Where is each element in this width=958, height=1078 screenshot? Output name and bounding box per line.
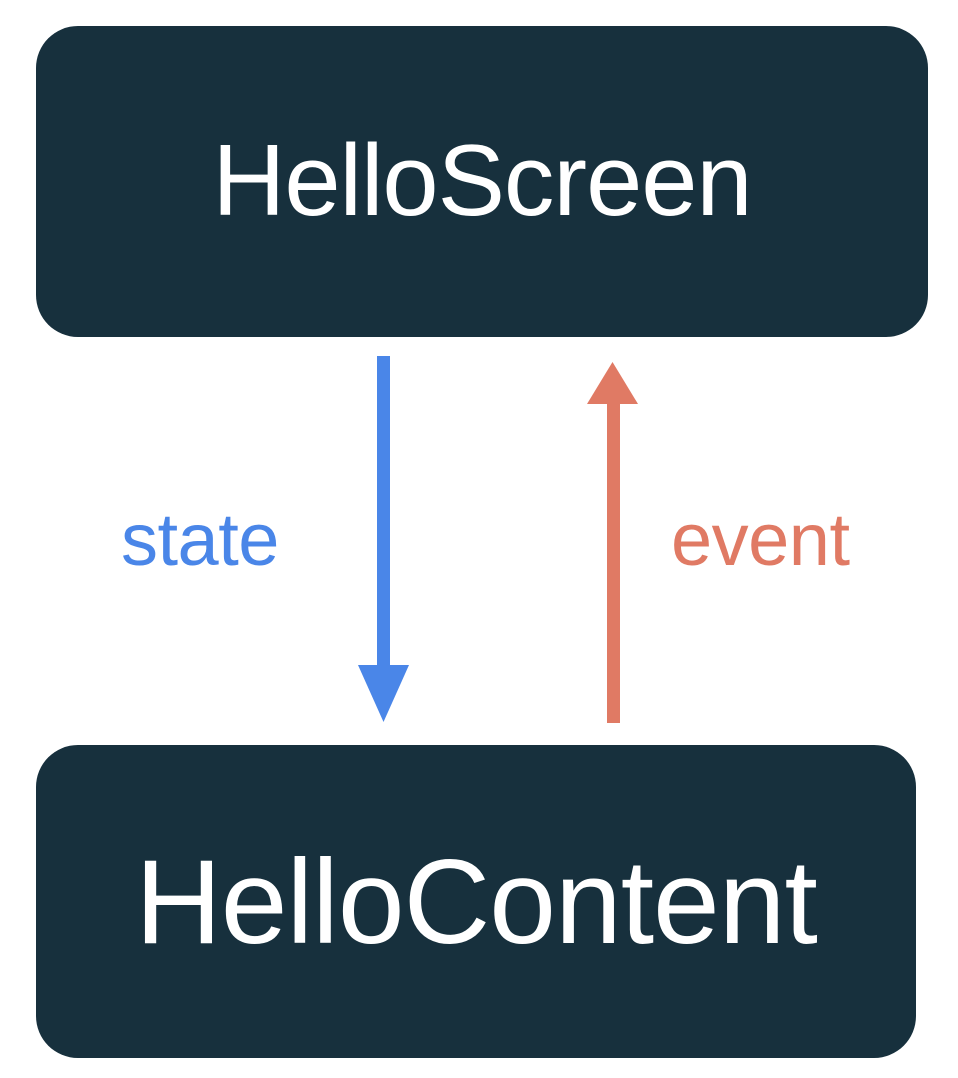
- node-hello-screen-label: HelloScreen: [212, 125, 752, 237]
- arrow-up-icon: [587, 362, 638, 723]
- node-hello-content[interactable]: HelloContent: [36, 745, 916, 1058]
- node-hello-content-label: HelloContent: [135, 834, 818, 969]
- edge-label-event: event: [671, 498, 850, 581]
- arrow-down-icon: [358, 356, 409, 722]
- node-hello-screen[interactable]: HelloScreen: [36, 26, 928, 337]
- edge-label-state: state: [121, 498, 279, 581]
